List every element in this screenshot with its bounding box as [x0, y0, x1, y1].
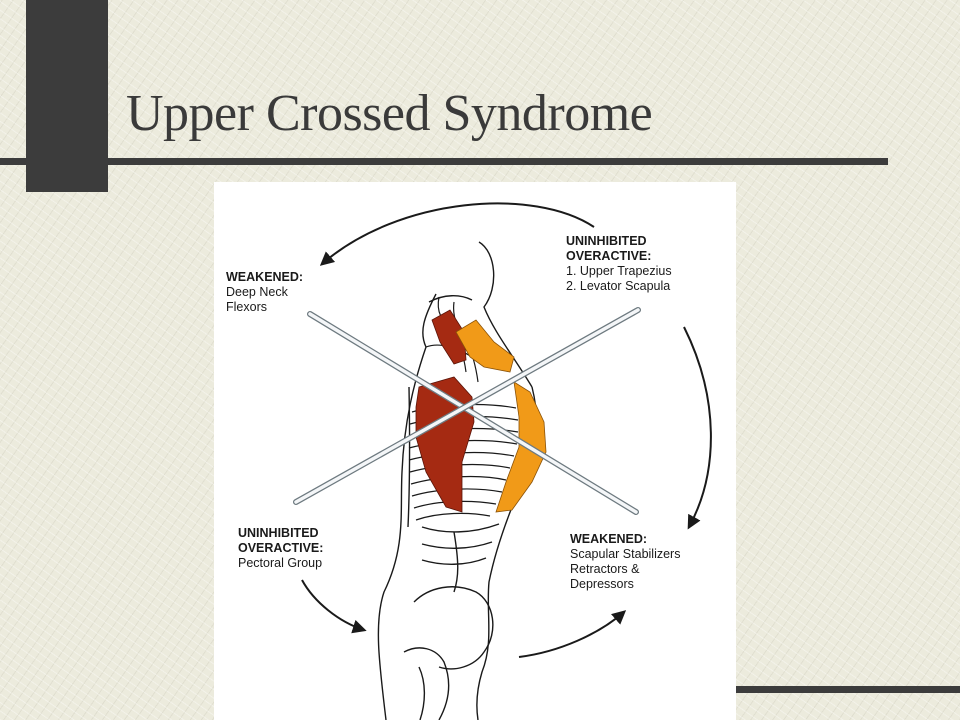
- upper-crossed-syndrome-diagram: WEAKENED: Deep Neck Flexors UNINHIBITED …: [214, 182, 736, 720]
- anatomy-illustration: [293, 202, 712, 720]
- arrow-bottom-right: [518, 610, 627, 658]
- label-heading: WEAKENED:: [226, 270, 304, 284]
- label-heading: WEAKENED:: [570, 532, 648, 546]
- label-line: Flexors: [226, 300, 267, 314]
- label-line: Scapular Stabilizers: [570, 547, 681, 561]
- arrow-top: [319, 202, 595, 266]
- label-line: 1. Upper Trapezius: [566, 264, 672, 278]
- label-line: Depressors: [570, 577, 634, 591]
- label-line: Deep Neck: [226, 285, 288, 299]
- label-heading: OVERACTIVE:: [566, 249, 652, 263]
- title-underline-bar: [0, 158, 888, 165]
- label-overactive-pectoral-group: UNINHIBITED OVERACTIVE: Pectoral Group: [238, 526, 323, 571]
- label-overactive-trapezius-levator: UNINHIBITED OVERACTIVE: 1. Upper Trapezi…: [566, 234, 672, 294]
- label-line: Pectoral Group: [238, 556, 323, 570]
- label-heading: UNINHIBITED: [566, 234, 647, 248]
- body-outline: [377, 241, 538, 720]
- label-line: 2. Levator Scapula: [566, 279, 671, 293]
- slide-title: Upper Crossed Syndrome: [126, 85, 653, 142]
- label-weakened-scapular-stabilizers: WEAKENED: Scapular Stabilizers Retractor…: [570, 532, 680, 592]
- arrow-right: [683, 326, 712, 530]
- weakened-muscles: [455, 319, 547, 513]
- label-heading: OVERACTIVE:: [238, 541, 324, 555]
- label-line: Retractors &: [570, 562, 640, 576]
- bottom-accent-bar: [736, 686, 960, 693]
- arrow-bottom-left: [301, 579, 367, 634]
- label-weakened-deep-neck-flexors: WEAKENED: Deep Neck Flexors: [226, 270, 303, 315]
- label-heading: UNINHIBITED: [238, 526, 319, 540]
- crossed-lines: [293, 307, 641, 515]
